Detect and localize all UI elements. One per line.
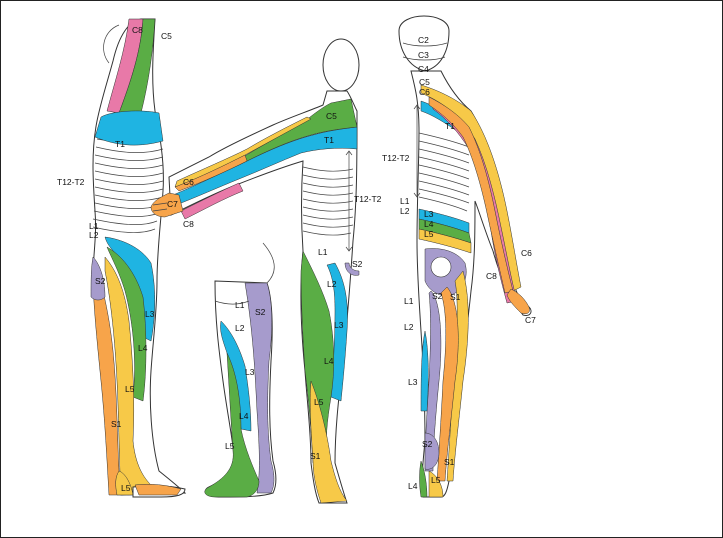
label-s1: S1 bbox=[450, 292, 461, 302]
label-l2: L2 bbox=[89, 230, 99, 240]
label-l1: L1 bbox=[318, 247, 328, 257]
label-s2: S2 bbox=[432, 291, 443, 301]
label-l2-leg: L2 bbox=[404, 322, 414, 332]
label-t1: T1 bbox=[324, 135, 334, 145]
label-l5-foot: L5 bbox=[121, 483, 131, 493]
label-t12-t2: T12-T2 bbox=[382, 153, 410, 163]
label-t1: T1 bbox=[445, 121, 455, 131]
label-c8-arm: C8 bbox=[486, 271, 497, 281]
label-c6-arm: C6 bbox=[521, 248, 532, 258]
label-c5: C5 bbox=[161, 31, 172, 41]
label-l5: L5 bbox=[314, 397, 324, 407]
label-s1-foot: S1 bbox=[444, 457, 455, 467]
label-l4: L4 bbox=[239, 411, 249, 421]
label-l4-foot: L4 bbox=[408, 481, 418, 491]
label-l4: L4 bbox=[424, 219, 434, 229]
label-l2: L2 bbox=[235, 323, 245, 333]
label-c7-arm: C7 bbox=[525, 315, 536, 325]
label-l4: L4 bbox=[324, 356, 334, 366]
label-s2-foot: S2 bbox=[422, 439, 433, 449]
label-l3: L3 bbox=[334, 320, 344, 330]
label-l2: L2 bbox=[400, 206, 410, 216]
label-s1: S1 bbox=[310, 451, 321, 461]
label-l1-leg: L1 bbox=[404, 296, 414, 306]
label-c8: C8 bbox=[183, 219, 194, 229]
label-l4: L4 bbox=[138, 343, 148, 353]
label-c6: C6 bbox=[419, 87, 430, 97]
label-l5: L5 bbox=[424, 229, 434, 239]
isolated-leg-figure: L1 S2 L2 L3 L4 L5 bbox=[205, 243, 276, 497]
label-l2: L2 bbox=[327, 279, 337, 289]
label-l1: L1 bbox=[400, 196, 410, 206]
label-t12-t2: T12-T2 bbox=[57, 177, 85, 187]
label-t12-t2: T12-T2 bbox=[354, 194, 382, 204]
label-s2: S2 bbox=[255, 307, 266, 317]
label-c6: C6 bbox=[183, 177, 194, 187]
label-c2: C2 bbox=[418, 35, 429, 45]
label-c7: C7 bbox=[167, 199, 178, 209]
label-c4: C4 bbox=[418, 64, 429, 74]
label-l3-leg: L3 bbox=[408, 377, 418, 387]
label-l5: L5 bbox=[125, 384, 135, 394]
label-l1: L1 bbox=[235, 300, 245, 310]
front-head bbox=[323, 39, 359, 91]
label-c3: C3 bbox=[418, 50, 429, 60]
label-l5-foot: L5 bbox=[431, 475, 441, 485]
label-c8: C8 bbox=[132, 25, 143, 35]
back-view-figure: C2 C3 C4 C5 C6 T1 T12-T2 L1 L2 L3 L4 L5 … bbox=[382, 16, 536, 497]
label-s2: S2 bbox=[95, 276, 106, 286]
label-l3: L3 bbox=[245, 367, 255, 377]
label-l5: L5 bbox=[225, 441, 235, 451]
label-l3: L3 bbox=[145, 309, 155, 319]
label-t1: T1 bbox=[115, 139, 125, 149]
label-c5: C5 bbox=[326, 111, 337, 121]
label-s1: S1 bbox=[111, 419, 122, 429]
label-c5: C5 bbox=[419, 77, 430, 87]
label-s2: S2 bbox=[352, 259, 363, 269]
label-l3: L3 bbox=[424, 209, 434, 219]
side-view-figure: C8 C5 T1 T12-T2 L1 L2 S2 L3 L4 L5 S1 L5 bbox=[57, 19, 185, 497]
